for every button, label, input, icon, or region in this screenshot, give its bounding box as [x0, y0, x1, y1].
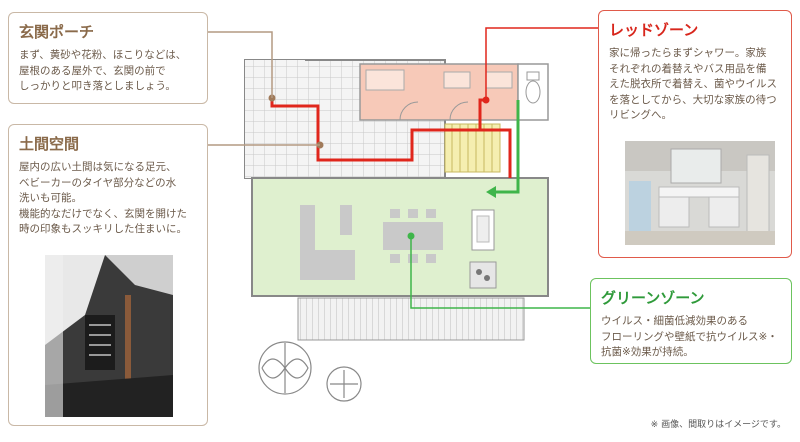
red-zone-text: 家に帰ったらまずシャワー。家族 それぞれの着替えやバス用品を備 えた脱衣所で着替…	[609, 47, 777, 121]
green-zone-text: ウイルス・細菌低減効果のある フローリングや壁紙で抗ウイルス※・ 抗菌※効果が持…	[601, 315, 778, 358]
red-zone-photo	[625, 141, 775, 245]
red-leader	[485, 27, 600, 100]
genkan-porch-title: 玄関ポーチ	[19, 23, 95, 41]
tree-large	[258, 341, 312, 395]
doma-space-text: 屋内の広い土間は気になる足元、 ベビーカーのタイヤ部分などの水 洗いも可能。 機…	[19, 161, 187, 235]
red-zone-title: レッドゾーン	[609, 21, 699, 39]
doma-space-callout: 土間空間 屋内の広い土間は気になる足元、 ベビーカーのタイヤ部分などの水 洗いも…	[8, 124, 208, 426]
red-flow-line	[270, 98, 486, 162]
green-leader	[410, 236, 590, 309]
kitchen-counter	[469, 261, 497, 289]
washbasin	[443, 71, 471, 89]
bathtub	[365, 69, 405, 91]
sofa-seat	[340, 205, 352, 235]
door-swing-2	[449, 101, 469, 121]
doma-photo	[45, 255, 173, 417]
green-zone-title: グリーンゾーン	[601, 289, 705, 307]
porch-floor	[245, 60, 305, 178]
red-zone-callout: レッドゾーン 家に帰ったらまずシャワー。家族 それぞれの着替えやバス用品を備 え…	[598, 10, 792, 258]
door-swing	[399, 101, 419, 121]
red-flow-line-2	[480, 128, 512, 178]
sink-counter	[485, 71, 513, 89]
toilet	[525, 80, 541, 104]
green-arrow-head	[486, 186, 496, 198]
genkan-porch-callout: 玄関ポーチ まず、黄砂や花粉、ほこりなどは、 屋根のある屋外で、玄関の前で しっ…	[8, 12, 208, 104]
stairs	[444, 123, 501, 173]
tree-small	[326, 366, 362, 402]
porch-leader	[207, 31, 273, 98]
green-zone-callout: グリーンゾーン ウイルス・細菌低減効果のある フローリングや壁紙で抗ウイルス※・…	[590, 278, 792, 364]
genkan-porch-text: まず、黄砂や花粉、ほこりなどは、 屋根のある屋外で、玄関の前で しっかりと叩き落…	[19, 49, 187, 92]
green-flow-line	[494, 100, 520, 194]
sofa	[300, 205, 355, 280]
footnote: ※ 画像、間取りはイメージです。	[650, 420, 786, 430]
doma-space-title: 土間空間	[19, 135, 80, 153]
